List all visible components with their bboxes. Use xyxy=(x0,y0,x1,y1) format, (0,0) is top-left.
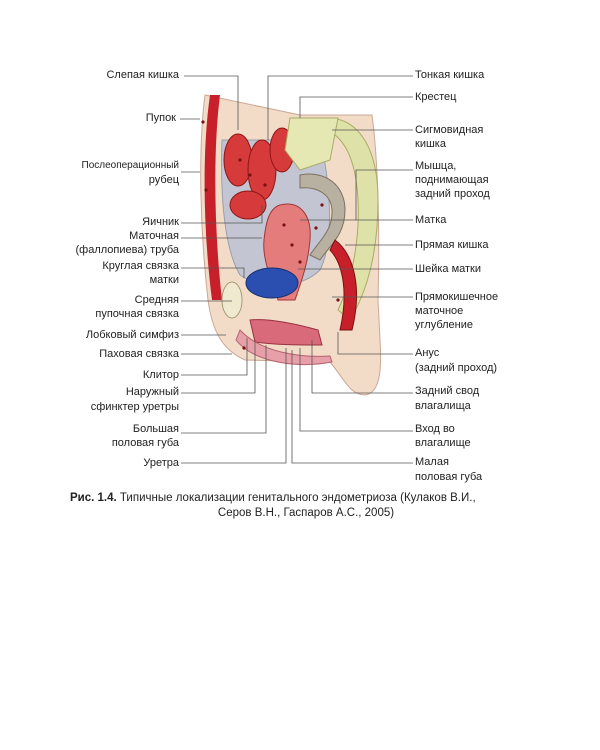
label-round-line1: Круглая связка xyxy=(102,260,179,272)
label-labia-majora-line1: Большая xyxy=(132,423,179,435)
label-caecum: Слепая кишка xyxy=(106,69,179,81)
endometriosis-spots xyxy=(201,120,340,350)
rectum xyxy=(329,239,357,331)
caption-line2: Серов В.Н., Гаспаров А.С., 2005) xyxy=(217,507,395,519)
label-rectum: Прямая кишка xyxy=(415,239,489,251)
label-round-line2: матки xyxy=(149,274,179,286)
label-scar-line2: рубец xyxy=(148,174,179,186)
figure-caption: Рис. 1.4. Типичные локализации генитальн… xyxy=(70,491,542,521)
label-sphincter-line2: сфинктер уретры xyxy=(90,401,179,413)
label-levator-line3: задний проход xyxy=(415,188,490,200)
label-median-line1: Средняя xyxy=(134,294,179,306)
label-pubic: Лобковый симфиз xyxy=(85,329,179,341)
label-pouch-line2: маточное xyxy=(415,305,464,317)
label-uterus: Матка xyxy=(415,214,447,226)
label-sigmoid-line1: Сигмовидная xyxy=(415,124,484,136)
sigmoid-colon xyxy=(299,173,346,261)
leader-lines-right xyxy=(267,75,413,464)
caption-prefix: Рис. 1.4. xyxy=(70,492,117,504)
sacrum-top xyxy=(284,117,339,171)
label-vestibule-line1: Вход во xyxy=(415,423,455,435)
vagina xyxy=(249,319,323,346)
abdominal-wall xyxy=(204,95,222,300)
label-sigmoid-line2: кишка xyxy=(415,138,446,150)
label-median-line2: пупочная связка xyxy=(95,308,179,320)
label-inguinal: Паховая связка xyxy=(99,348,179,360)
label-fornix-line2: влагалища xyxy=(415,400,471,412)
label-clitoris: Клитор xyxy=(142,369,179,381)
caption-line1: Типичные локализации генитального эндоме… xyxy=(116,492,476,504)
label-scar-line1: Послеоперационный xyxy=(81,160,180,171)
pubic-symphysis xyxy=(221,281,243,319)
leader-lines-left xyxy=(180,75,287,464)
label-labia-minora-line2: половая губа xyxy=(415,471,483,483)
label-sphincter-line1: Наружный xyxy=(125,386,179,398)
label-tube-line1: Маточная xyxy=(129,230,179,242)
label-pouch-line1: Прямокишечное xyxy=(415,291,499,303)
label-navel: Пупок xyxy=(145,112,176,124)
small-intestine xyxy=(223,127,295,220)
label-sacrum: Крестец xyxy=(415,91,457,103)
label-fornix-line1: Задний свод xyxy=(415,385,480,397)
label-cervix: Шейка матки xyxy=(415,263,482,275)
label-ovary: Яичник xyxy=(142,216,179,228)
label-anus-line1: Анус xyxy=(415,347,440,359)
label-labia-majora-line2: половая губа xyxy=(111,437,179,449)
label-urethra: Уретра xyxy=(143,457,179,469)
label-levator-line2: поднимающая xyxy=(415,174,489,186)
label-levator-line1: Мышца, xyxy=(415,160,457,172)
label-tube-line2: (фаллопиева) труба xyxy=(75,244,179,256)
label-labia-minora-line1: Малая xyxy=(415,456,449,468)
label-anus-line2: (задний проход) xyxy=(415,362,498,374)
bladder xyxy=(245,267,299,299)
label-small-intestine: Тонкая кишка xyxy=(415,69,485,81)
label-vestibule-line2: влагалище xyxy=(415,437,471,449)
label-pouch-line3: углубление xyxy=(415,319,473,331)
